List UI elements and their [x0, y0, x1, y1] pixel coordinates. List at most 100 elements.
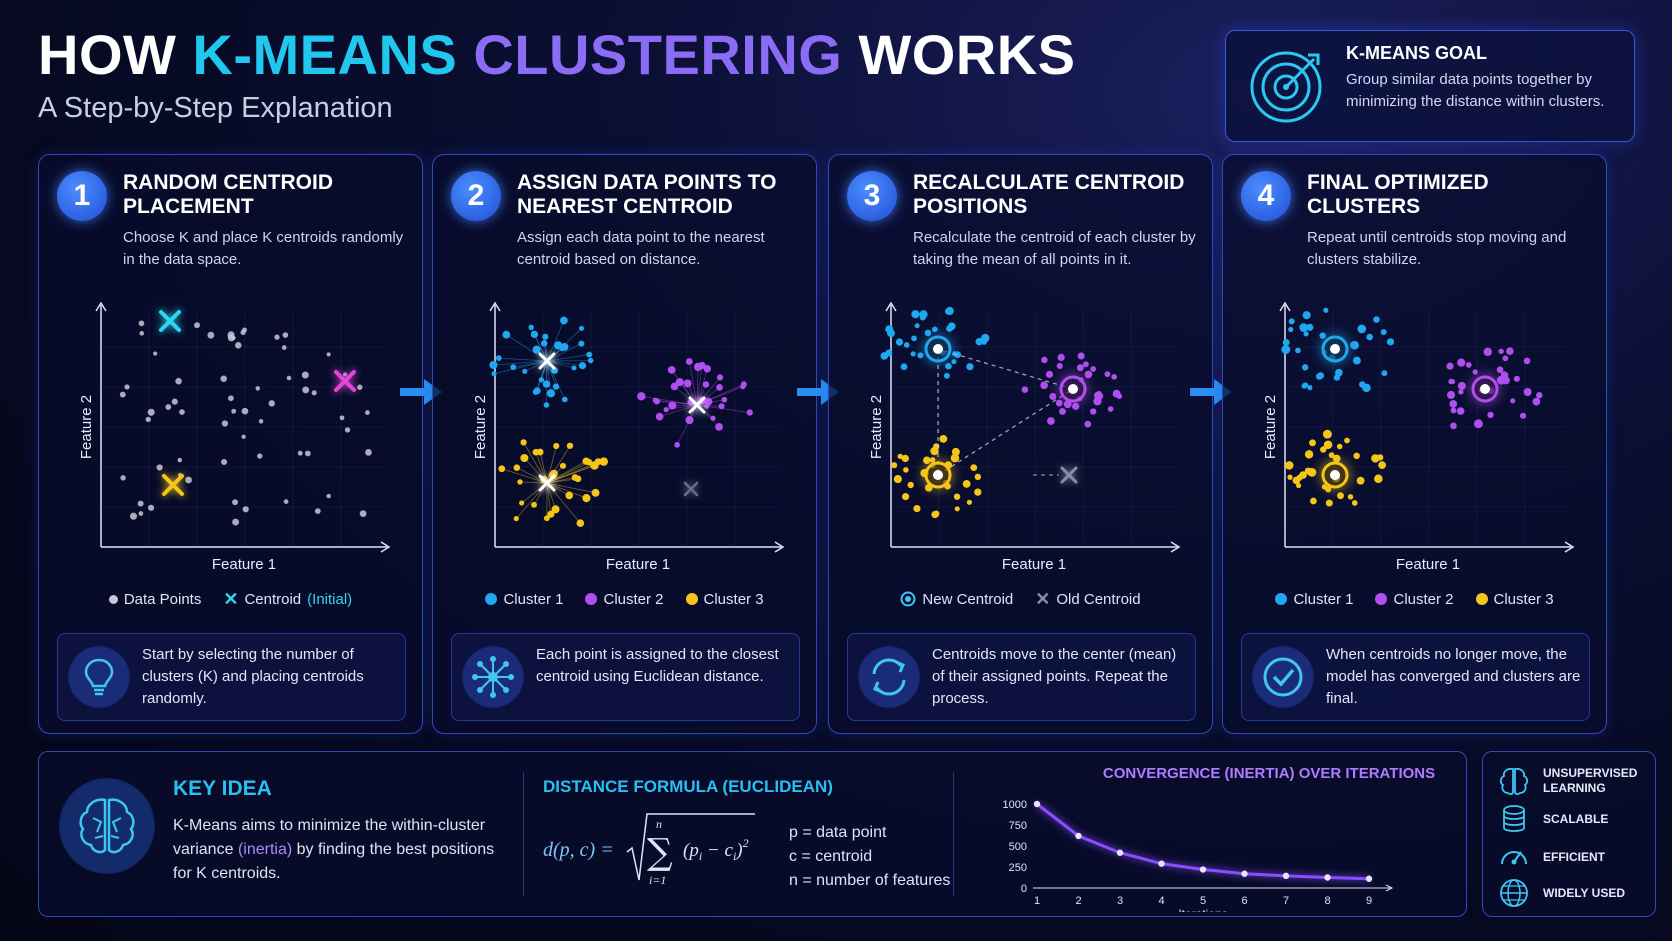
cluster-point	[953, 493, 961, 500]
cluster-point	[1506, 347, 1514, 355]
cluster-point	[1055, 399, 1063, 407]
assignment-line	[546, 461, 604, 484]
cluster-3-dot	[685, 593, 698, 605]
cluster-point	[540, 339, 548, 347]
cluster-point	[1090, 408, 1097, 415]
data-point	[207, 331, 215, 339]
cluster-point	[1487, 411, 1494, 419]
data-point	[165, 404, 172, 410]
cluster-point	[923, 456, 931, 465]
tip-text: When centroids no longer move, the model…	[1326, 646, 1581, 707]
data-point-dot	[108, 594, 118, 604]
cluster-point	[1321, 484, 1328, 490]
data-point	[148, 504, 155, 511]
cluster-point	[740, 381, 747, 388]
cluster-point	[1304, 450, 1314, 459]
cluster-point	[1498, 348, 1504, 355]
key-idea-text: K-Means aims to minimize the within-clus…	[173, 814, 513, 886]
cluster-point	[1446, 390, 1456, 400]
new-centroid-core	[933, 344, 943, 354]
legend: Cluster 1 Cluster 2 Cluster 3	[433, 587, 816, 611]
assignment-line	[534, 334, 548, 362]
assignment-line	[513, 360, 548, 368]
assignment-line	[696, 365, 703, 406]
cluster-point	[1523, 357, 1531, 365]
y-tick-label: 250	[1009, 862, 1027, 874]
assignment-line	[546, 360, 583, 366]
features-panel: UNSUPERVISED LEARNING SCALABLE EFFICIENT…	[1482, 751, 1656, 917]
assignment-line	[546, 461, 590, 484]
cluster-point	[917, 352, 924, 359]
legend-label: Old Centroid	[1056, 590, 1141, 608]
title-word-works: WORKS	[858, 23, 1076, 86]
y-tick-label: 0	[1021, 883, 1027, 895]
cluster-point	[560, 343, 569, 351]
cluster-point	[1456, 407, 1465, 415]
formula-legend-p: p = data point	[789, 824, 887, 841]
feature-label: SCALABLE	[1543, 811, 1609, 826]
y-axis-arrow	[885, 301, 897, 312]
cluster-point	[1336, 443, 1343, 450]
assignment-line	[546, 343, 582, 362]
distance-formula-title: DISTANCE FORMULA (EUCLIDEAN)	[543, 777, 833, 796]
cluster-point	[919, 310, 928, 319]
y-axis-arrow	[489, 301, 501, 312]
cluster-point	[704, 397, 713, 406]
assignment-line	[535, 452, 548, 484]
cluster-point	[929, 457, 936, 463]
cluster-point	[1536, 391, 1543, 399]
cluster-point	[1450, 407, 1457, 414]
x-axis-label: Feature 1	[212, 556, 276, 573]
cluster-point	[1328, 452, 1335, 459]
cluster-point	[586, 351, 593, 358]
assignment-line	[546, 360, 557, 387]
feature-label: EFFICIENT	[1543, 849, 1605, 864]
cluster-point	[1307, 385, 1313, 391]
step-3-panel: 3 RECALCULATE CENTROID POSITIONS Recalcu…	[828, 154, 1213, 734]
cluster-point	[716, 384, 723, 391]
cluster-point	[685, 416, 694, 425]
cluster-point	[895, 338, 904, 346]
x-axis-label: Feature 1	[1396, 556, 1460, 573]
cluster-point	[1325, 499, 1333, 507]
cluster-point	[1502, 355, 1509, 362]
cluster-point	[1344, 437, 1350, 444]
cluster-point	[1306, 323, 1314, 331]
data-point	[119, 391, 126, 398]
cluster-point	[1072, 402, 1080, 410]
legend-item-cluster-3: Cluster 3	[685, 591, 764, 608]
tip-box: Centroids move to the center (mean) of t…	[847, 633, 1196, 721]
data-point	[274, 334, 280, 340]
data-point	[257, 453, 263, 459]
check-circle-icon	[1252, 646, 1314, 708]
cluster-point	[1047, 417, 1055, 425]
tip-box: Each point is assigned to the closest ce…	[451, 633, 800, 721]
assignment-line	[546, 445, 571, 484]
assignment-line	[501, 468, 548, 484]
cluster-point	[897, 453, 903, 460]
data-point	[359, 510, 367, 518]
cluster-point	[1386, 338, 1395, 346]
data-point	[1282, 872, 1290, 880]
cluster-point	[903, 342, 910, 348]
data-point	[194, 322, 200, 329]
legend-item-centroid: ✕Centroid(Initial)	[223, 589, 352, 610]
arrow-right-icon	[1190, 379, 1232, 405]
cluster-point	[578, 361, 587, 370]
step-4-panel: 4 FINAL OPTIMIZED CLUSTERS Repeat until …	[1222, 154, 1607, 734]
cluster-point	[914, 323, 920, 329]
legend: Data Points ✕Centroid(Initial)	[39, 587, 422, 611]
data-point	[1241, 870, 1248, 877]
title-word-clustering: CLUSTERING	[473, 23, 843, 86]
cluster-point	[1320, 446, 1327, 453]
old-centroid	[683, 481, 699, 497]
assignment-line	[546, 478, 579, 484]
cluster-point	[901, 454, 909, 463]
data-point	[297, 450, 303, 456]
cluster-point	[710, 415, 716, 421]
cluster-point	[566, 442, 574, 449]
cluster-point	[1049, 392, 1057, 400]
cluster-point	[1446, 362, 1454, 370]
cluster-point	[1084, 420, 1092, 428]
assignment-line	[493, 360, 548, 366]
